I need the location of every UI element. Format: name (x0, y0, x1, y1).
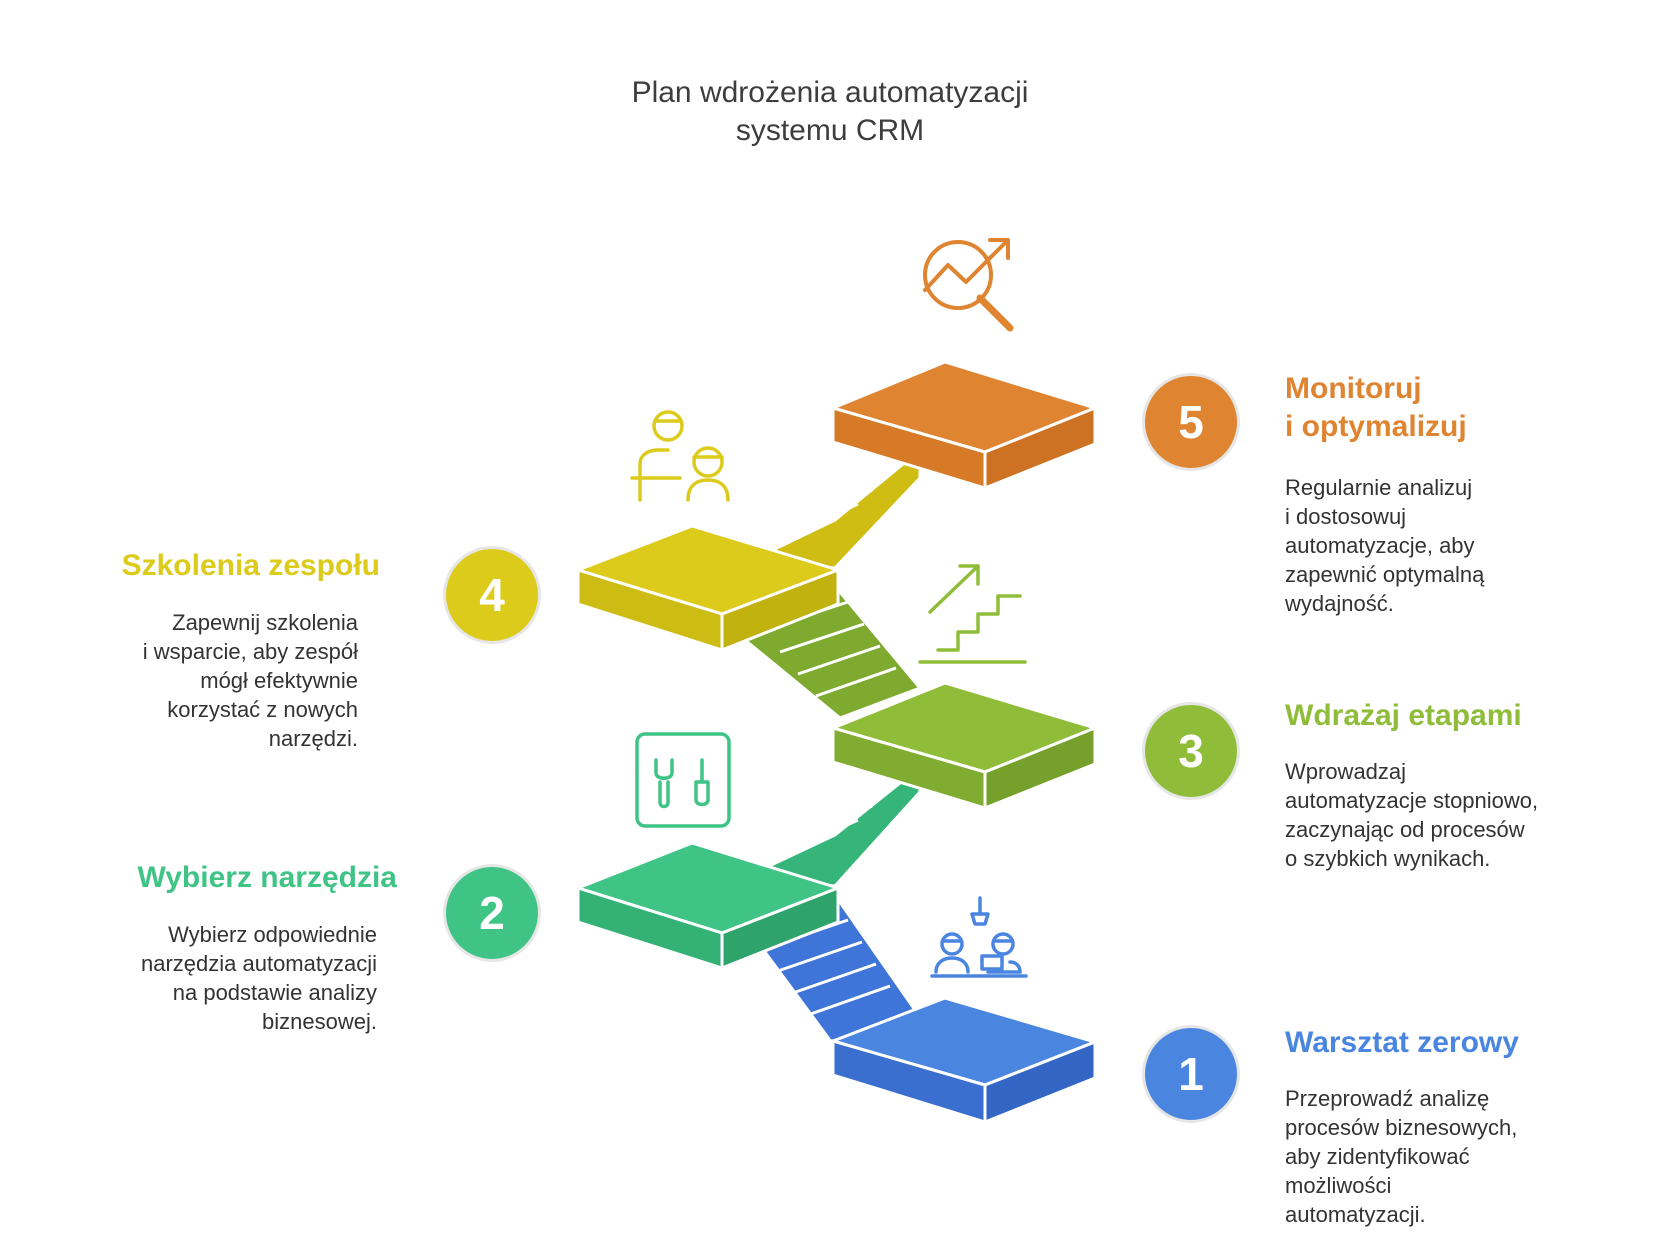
step-3-description-line: zaczynając od procesów (1285, 817, 1525, 842)
step-1-description-line: aby zidentyfikować (1285, 1144, 1470, 1169)
step-5-heading: Monitoruj i optymalizuj (1285, 370, 1467, 446)
step-1-description-line: procesów biznesowych, (1285, 1115, 1518, 1140)
step-1-description-line: Przeprowadź analizę (1285, 1086, 1490, 1111)
step-5-number-badge: 5 (1142, 373, 1240, 471)
step-2-description: Wybierz odpowiednie narzędzia automatyza… (60, 920, 377, 1036)
step-2-description-line: na podstawie analizy (172, 980, 377, 1005)
platform-5 (828, 360, 1100, 491)
step-4-description-line: narzędzi. (268, 726, 358, 751)
step-1-heading: Warsztat zerowy (1285, 1024, 1519, 1062)
step-5-heading-line-1: Monitoruj (1285, 372, 1422, 405)
step-3-description-line: o szybkich wynikach. (1285, 846, 1491, 871)
step-3-description: Wprowadzaj automatyzacje stopniowo, zacz… (1285, 757, 1538, 873)
step-1-description: Przeprowadź analizę procesów biznesowych… (1285, 1084, 1517, 1229)
platform-1 (828, 996, 1100, 1125)
step-1-heading-line-1: Warsztat zerowy (1285, 1026, 1519, 1059)
step-5-description: Regularnie analizuj i dostosowuj automat… (1285, 473, 1484, 618)
platform-3 (828, 681, 1100, 811)
step-3-description-line: automatyzacje stopniowo, (1285, 788, 1539, 813)
step-2-number-badge: 2 (443, 864, 541, 962)
step-4-description-line: mógł efektywnie (200, 668, 358, 693)
step-1-description-line: automatyzacji. (1285, 1202, 1426, 1227)
step-5-description-line: automatyzacje, aby (1285, 533, 1475, 558)
platform-4 (573, 524, 843, 653)
step-4-heading: Szkolenia zespołu (60, 547, 380, 585)
step-4-description-line: Zapewnij szkolenia (172, 610, 358, 635)
training-icon (630, 410, 730, 502)
platform-2 (573, 841, 843, 971)
diagram-title: Plan wdrożenia automatyzacji systemu CRM (520, 74, 1140, 150)
tools-icon (635, 732, 731, 828)
step-4-description: Zapewnij szkolenia i wsparcie, aby zespó… (60, 608, 358, 753)
step-5-description-line: Regularnie analizuj (1285, 475, 1473, 500)
step-1-number-badge: 1 (1142, 1025, 1240, 1123)
step-3-description-line: Wprowadzaj (1285, 759, 1407, 784)
step-3-heading: Wdrażaj etapami (1285, 697, 1522, 735)
step-3-number-badge: 3 (1142, 702, 1240, 800)
step-4-description-line: i wsparcie, aby zespół (142, 639, 358, 664)
step-4-heading-line-1: Szkolenia zespołu (121, 549, 380, 582)
step-5-description-line: zapewnić optymalną (1285, 562, 1485, 587)
step-1-description-line: możliwości (1285, 1173, 1392, 1198)
step-5-description-line: wydajność. (1285, 591, 1394, 616)
step-2-heading: Wybierz narzędzia (60, 859, 397, 897)
step-5-description-line: i dostosowuj (1285, 504, 1407, 529)
step-5-heading-line-2: i optymalizuj (1285, 410, 1467, 443)
title-line-2: systemu CRM (735, 114, 925, 147)
step-3-heading-line-1: Wdrażaj etapami (1285, 699, 1522, 732)
title-line-1: Plan wdrożenia automatyzacji (631, 76, 1029, 109)
step-2-description-line: biznesowej. (262, 1009, 377, 1034)
step-4-description-line: korzystać z nowych (167, 697, 358, 722)
meeting-icon (930, 896, 1028, 978)
step-2-description-line: narzędzia automatyzacji (140, 951, 377, 976)
stairs-arrow-icon (918, 564, 1027, 664)
step-2-description-line: Wybierz odpowiednie (168, 922, 377, 947)
analytics-search-icon (923, 238, 1014, 332)
step-2-heading-line-1: Wybierz narzędzia (137, 861, 397, 894)
step-4-number-badge: 4 (443, 546, 541, 644)
